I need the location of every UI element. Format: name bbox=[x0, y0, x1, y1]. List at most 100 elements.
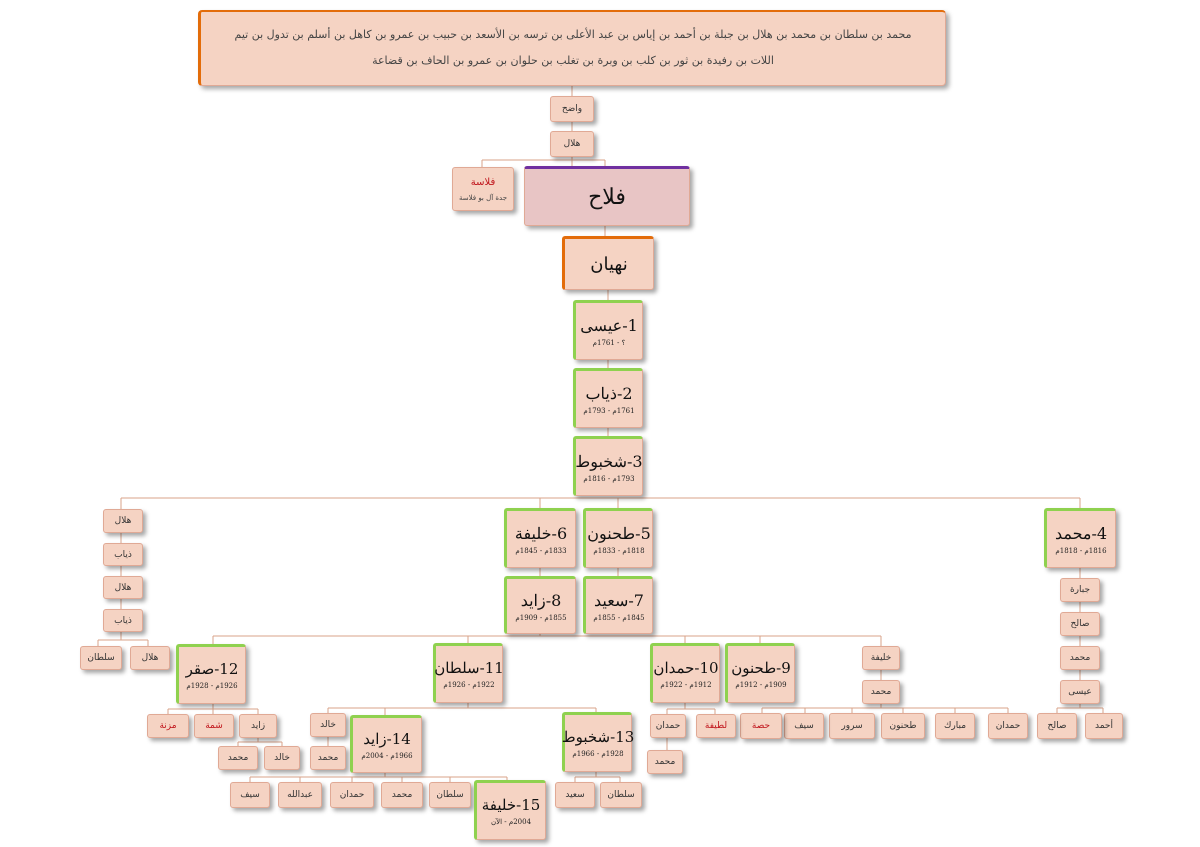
node-falasa: فلاسة جدة آل بو فلاسة bbox=[452, 167, 514, 211]
left-chain-4: ذياب bbox=[103, 609, 143, 632]
ruler-dates: 1761م - 1793م bbox=[583, 406, 635, 415]
ruler-12: 12-صقر 1926م - 1928م bbox=[176, 644, 246, 704]
ruler-1: 1-عيسى ؟ - 1761م bbox=[573, 300, 643, 360]
khalifa-side-1: خليفة bbox=[862, 646, 900, 670]
ruler-name: 3-شخبوط bbox=[575, 451, 643, 471]
node-label: شمة bbox=[205, 721, 223, 731]
ruler-dates: 1928م - 1966م bbox=[572, 750, 624, 758]
ruler-name: 10-حمدان bbox=[653, 659, 719, 677]
node-label: عيسى bbox=[1068, 687, 1092, 697]
ruler-2: 2-ذياب 1761م - 1793م bbox=[573, 368, 643, 428]
node-label: حمدان bbox=[339, 790, 365, 800]
zayed3-child-1: محمد bbox=[218, 746, 258, 770]
node-label: سرور bbox=[841, 721, 863, 731]
node-label: سيف bbox=[794, 721, 814, 731]
lineage-line-1: محمد بن سلطان بن محمد بن هلال بن جبلة بن… bbox=[234, 28, 912, 41]
ruler-5: 5-طحنون 1818م - 1833م bbox=[583, 508, 653, 568]
khalifa-child-2: مبارك bbox=[935, 713, 975, 739]
ruler-name: 15-خليفة bbox=[481, 796, 541, 814]
lineage-line-2: اللات بن رفيدة بن ثور بن كلب بن وبرة بن … bbox=[372, 54, 774, 67]
zayed-child-3: حمدان bbox=[330, 782, 374, 808]
hamdan-child-1: حمدان bbox=[650, 714, 686, 738]
ruler-name: 5-طحنون bbox=[587, 523, 651, 543]
ruler-15: 15-خليفة 2004م - الآن bbox=[474, 780, 546, 840]
left-chain-1: هلال bbox=[103, 509, 143, 533]
node-label: هلال bbox=[141, 653, 159, 663]
node-label: خليفة bbox=[870, 653, 892, 663]
khalifa-side-2: محمد bbox=[862, 680, 900, 704]
node-label: لطيفة bbox=[704, 721, 728, 731]
left-chain-3: هلال bbox=[103, 576, 143, 599]
node-wadeh: واضح bbox=[550, 96, 594, 122]
ruler-6: 6-خليفة 1833م - 1845م bbox=[504, 508, 576, 568]
node-label: سلطان bbox=[436, 790, 464, 800]
node-note: جدة آل بو فلاسة bbox=[458, 193, 508, 202]
node-label: حمدان bbox=[995, 721, 1021, 731]
ruler-dates: 1912م - 1922م bbox=[660, 681, 712, 689]
node-label: نهيان bbox=[590, 253, 628, 275]
ruler-name: 6-خليفة bbox=[514, 523, 568, 543]
node-label: سلطان bbox=[87, 653, 115, 663]
left-bottom-2: هلال bbox=[130, 646, 170, 670]
node-label: مزنة bbox=[159, 721, 177, 731]
ruler-name: 11-سلطان bbox=[434, 659, 504, 677]
ruler-dates: ؟ - 1761م bbox=[592, 338, 626, 347]
ruler-dates: 1833م - 1845م bbox=[515, 546, 567, 555]
mohammed-bottom-2: أحمد bbox=[1085, 713, 1123, 739]
ruler-name: 9-طحنون bbox=[731, 659, 791, 677]
lineage-header: محمد بن سلطان بن محمد بن هلال بن جبلة بن… bbox=[198, 10, 946, 86]
node-label: هلال bbox=[114, 582, 132, 593]
ruler-name: 13-شخبوط bbox=[561, 728, 635, 746]
zayed-child-2: عبدالله bbox=[278, 782, 322, 808]
shakhbut-child-2: سلطان bbox=[600, 782, 642, 808]
left-chain-2: ذياب bbox=[103, 543, 143, 566]
ruler-10: 10-حمدان 1912م - 1922م bbox=[650, 643, 720, 703]
mohammed-chain-2: صالح bbox=[1060, 612, 1100, 636]
node-label: محمد bbox=[870, 687, 892, 697]
node-label: محمد bbox=[654, 757, 676, 767]
ruler-11: 11-سلطان 1922م - 1926م bbox=[433, 643, 504, 703]
ruler-7: 7-سعيد 1845م - 1855م bbox=[583, 576, 653, 634]
node-label: صالح bbox=[1070, 619, 1090, 629]
mohammed-chain-1: جبارة bbox=[1060, 578, 1100, 602]
node-label: زايد bbox=[250, 721, 266, 731]
node-label: خالد bbox=[274, 753, 290, 763]
hamdan-child-2: محمد bbox=[647, 750, 683, 774]
ruler-name: 8-زايد bbox=[520, 590, 562, 610]
ruler-dates: 1855م - 1909م bbox=[515, 613, 567, 622]
node-label: محمد bbox=[391, 790, 413, 800]
khalifa-child-5: سيف bbox=[784, 713, 824, 739]
ruler-13: 13-شخبوط 1928م - 1966م bbox=[561, 712, 635, 772]
zayed3-child-2: خالد bbox=[264, 746, 300, 770]
tahnoun-child-latifa: لطيفة bbox=[696, 714, 736, 738]
node-label: هلال bbox=[563, 139, 581, 149]
saqr-child-3: زايد bbox=[239, 714, 277, 738]
node-label: هلال bbox=[114, 516, 132, 526]
node-label: سلطان bbox=[607, 790, 635, 800]
ruler-name: 7-سعيد bbox=[594, 590, 644, 610]
node-label: حصة bbox=[751, 721, 771, 731]
node-nahyan: نهيان bbox=[562, 236, 654, 290]
ruler-name: 12-صقر bbox=[185, 660, 239, 678]
khalifa-child-6: حصة bbox=[740, 713, 782, 739]
node-label: محمد bbox=[227, 753, 249, 763]
node-label: حمدان bbox=[655, 721, 681, 731]
khalifa-child-4: سرور bbox=[829, 713, 875, 739]
ruler-dates: 1966م - 2004م bbox=[361, 752, 413, 760]
khalifa-child-1: حمدان bbox=[988, 713, 1028, 739]
node-hilal: هلال bbox=[550, 131, 594, 157]
node-label: سعيد bbox=[565, 790, 585, 800]
ruler-name: 1-عيسى bbox=[580, 315, 638, 335]
ruler-dates: 1926م - 1928م bbox=[186, 682, 238, 690]
ruler-dates: 1818م - 1833م bbox=[593, 546, 645, 555]
node-label: سيف bbox=[240, 790, 260, 800]
mohammed-chain-3: محمد bbox=[1060, 646, 1100, 670]
zayed-child-1: سيف bbox=[230, 782, 270, 808]
node-label: ذياب bbox=[114, 549, 132, 560]
node-label: واضح bbox=[561, 104, 583, 114]
node-label: صالح bbox=[1047, 721, 1067, 731]
node-label: طحنون bbox=[889, 721, 917, 731]
node-label: خالد bbox=[320, 720, 336, 730]
ruler-name: 2-ذياب bbox=[585, 383, 633, 403]
